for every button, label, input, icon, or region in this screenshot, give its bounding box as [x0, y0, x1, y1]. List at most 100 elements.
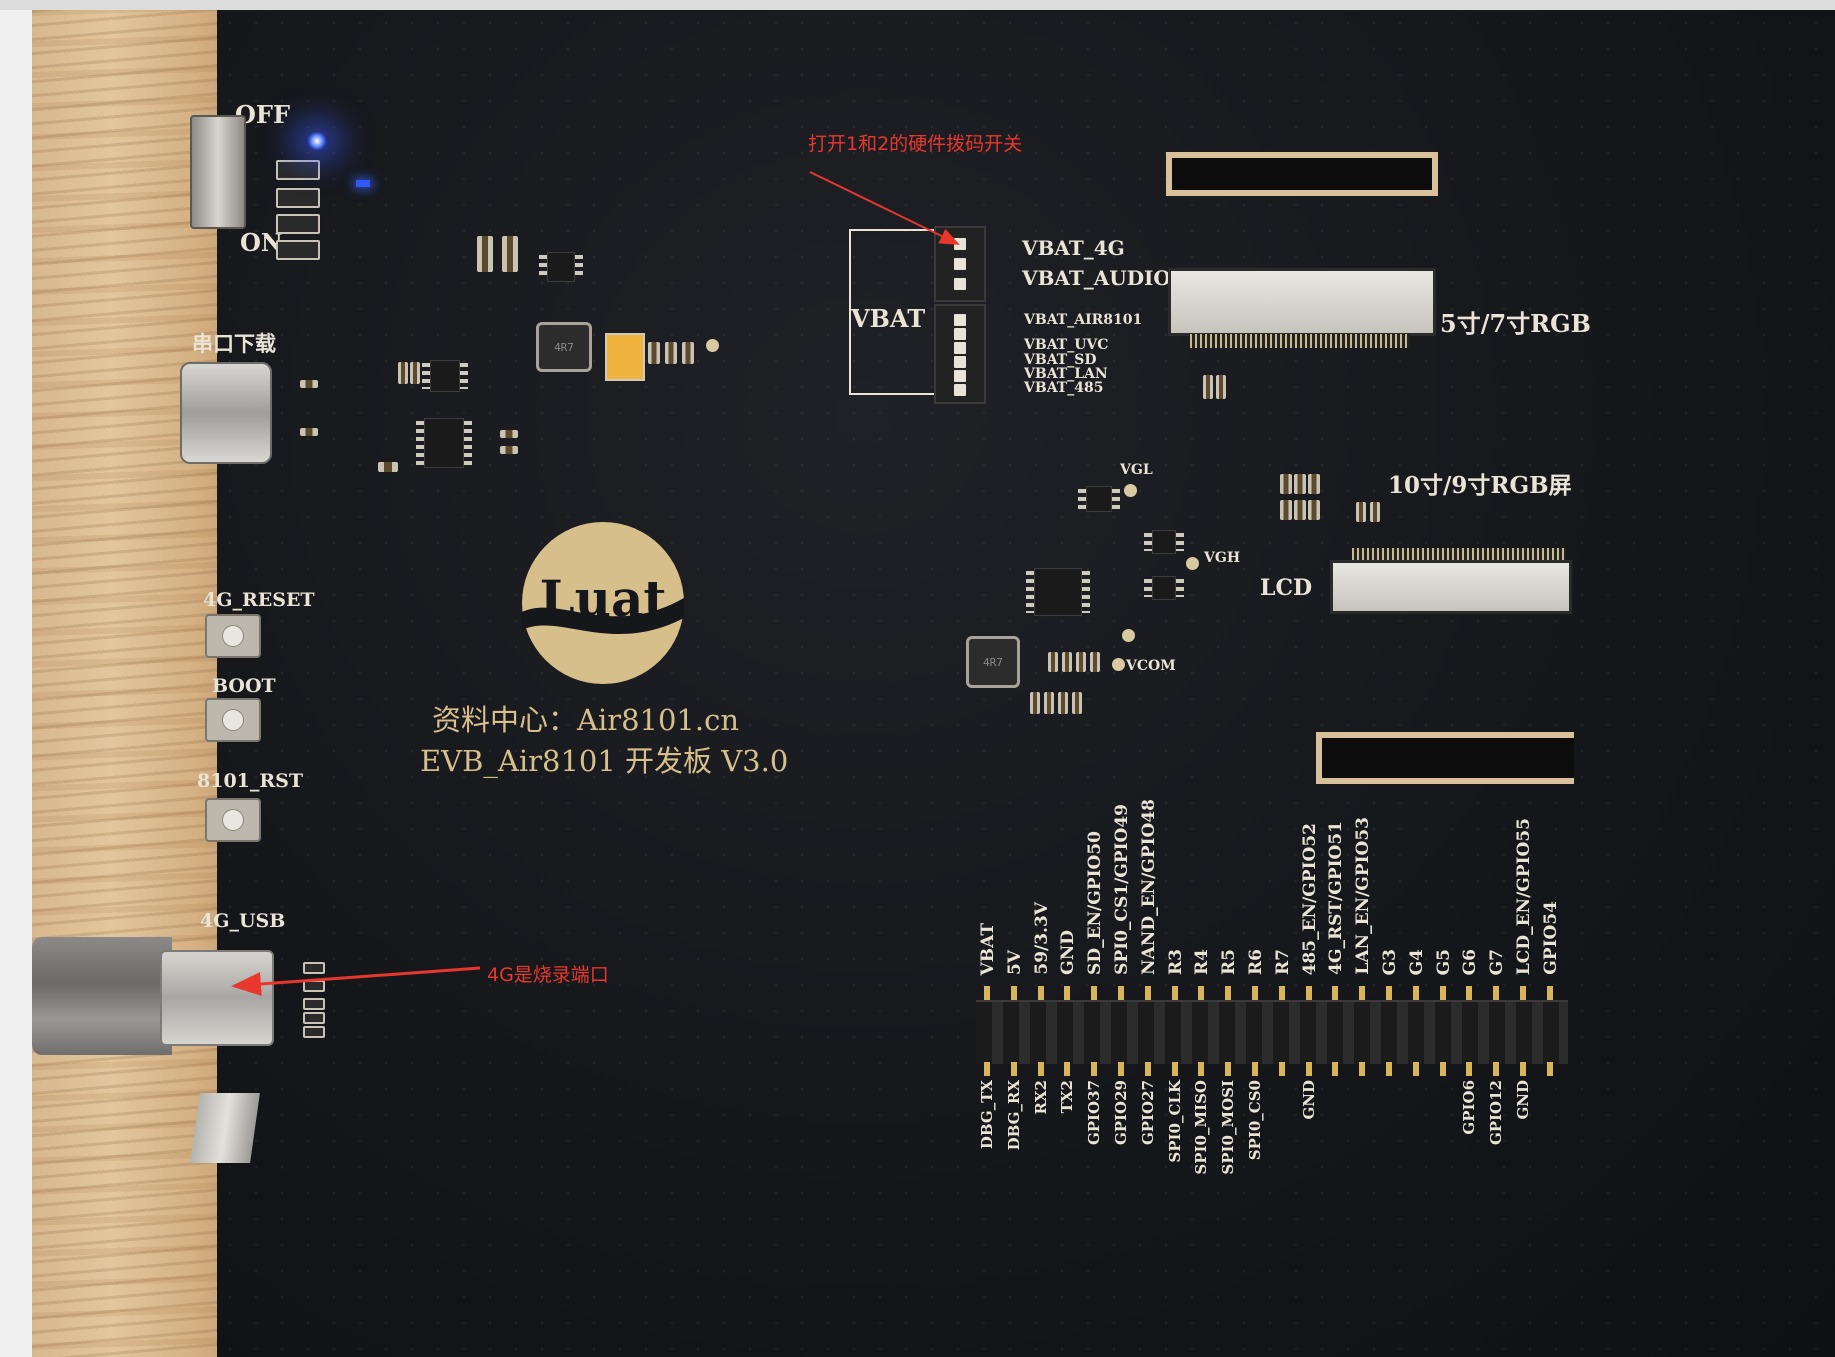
capacitor [1048, 652, 1058, 672]
header-pin [1064, 1062, 1071, 1076]
header-bottom-label: SPI0_MISO [1192, 1080, 1211, 1175]
header-bottom-label: GND [1514, 1080, 1532, 1120]
key-boot [205, 698, 261, 742]
smd-part [300, 428, 318, 436]
fpc-pins [1190, 334, 1410, 348]
header-bottom-label: GPIO27 [1138, 1080, 1157, 1146]
header-pin [1332, 986, 1339, 1000]
header-bottom-label: SPI0_CS0 [1246, 1080, 1264, 1161]
header-top-label: R6 [1246, 949, 1266, 975]
header-pin [1252, 986, 1258, 1000]
serial-download-label: 串口下载 [192, 331, 276, 356]
amber-capacitor [605, 333, 645, 381]
board-name-text: EVB_Air8101 开发板 V3.0 [420, 744, 789, 778]
window-top-border [0, 0, 1835, 10]
vgl-label: VGL [1120, 462, 1153, 478]
header-top-label: R5 [1219, 949, 1240, 975]
header-pin [1278, 1062, 1285, 1076]
header-pin [1359, 986, 1366, 1000]
header-top-label: LCD_EN/GPIO55 [1514, 817, 1534, 975]
vbat-sd-label: VBAT_SD [1024, 352, 1097, 368]
smd-part [276, 188, 320, 208]
vcom-label: VCOM [1126, 658, 1176, 674]
header-pin [1198, 1062, 1205, 1076]
board-slot [1316, 732, 1574, 784]
smd-part [303, 980, 325, 992]
header-pin [1520, 1062, 1526, 1076]
header-pin [1278, 986, 1285, 1000]
usb-cable [32, 937, 172, 1055]
header-pin [1386, 986, 1392, 1000]
capacitor [1294, 474, 1306, 494]
header-pin [1118, 1062, 1124, 1076]
power-led [305, 132, 329, 150]
info-center-text: 资料中心：Air8101.cn [432, 703, 740, 737]
ic-chip [416, 418, 472, 468]
power-switch [190, 115, 246, 229]
header-top-label: R4 [1192, 949, 1213, 975]
window-left-border [0, 10, 32, 1357]
btn-4g-reset-label: 4G_RESET [203, 589, 315, 611]
test-pad [1186, 557, 1199, 570]
header-top-label: R7 [1272, 949, 1293, 975]
vbat-4g-label: VBAT_4G [1022, 236, 1125, 260]
header-bottom-label: GND [1299, 1080, 1318, 1120]
header-top-label: G3 [1380, 948, 1400, 975]
header-pin [1386, 1062, 1392, 1076]
header-pin [1305, 986, 1312, 1000]
lcd-5-7-label: 5寸/7寸RGB [1440, 309, 1591, 338]
header-top-label: 4G_RST/GPIO51 [1326, 821, 1347, 975]
btn-boot-label: BOOT [212, 675, 276, 697]
test-pad [1112, 658, 1125, 671]
header-pin [1439, 1062, 1446, 1076]
board-slot [1166, 152, 1438, 196]
header-bottom-label: DBG_RX [1004, 1080, 1023, 1151]
usb-annotation: 4G是烧录端口 [487, 964, 609, 986]
capacitor [378, 462, 398, 472]
serial-usb-c-port [180, 362, 272, 464]
header-pin [1520, 986, 1526, 1000]
capacitor [682, 342, 694, 364]
dip-switch-2pos [934, 226, 986, 302]
luat-logo: Luat [522, 522, 684, 684]
header-pin [1037, 1062, 1044, 1076]
lcd-10-9-label: 10寸/9寸RGB屏 [1388, 472, 1572, 499]
standoff [190, 1093, 260, 1163]
pcb [217, 10, 1835, 1357]
header-pin [1332, 1062, 1339, 1076]
inductor: 4R7 [536, 322, 592, 372]
header-pin [1305, 1062, 1312, 1076]
header-bottom-label: TX2 [1058, 1080, 1077, 1114]
vbat-air8101-label: VBAT_AIR8101 [1024, 312, 1143, 328]
pin-header [976, 1000, 1568, 1064]
header-top-label: G6 [1460, 948, 1481, 975]
smd-part [276, 214, 320, 234]
key-8101-rst [205, 798, 261, 842]
header-pin [1010, 986, 1017, 1000]
header-pin [1091, 1062, 1098, 1076]
header-bottom-label: SPI0_MOSI [1219, 1080, 1238, 1175]
test-pad [706, 339, 719, 352]
header-pin [1493, 1062, 1500, 1076]
diode [1144, 576, 1184, 600]
ic-chip [1078, 486, 1120, 512]
header-pin [1493, 986, 1500, 1000]
test-pad [1122, 629, 1135, 642]
capacitor [477, 236, 493, 272]
header-pin [1466, 1062, 1473, 1076]
smd-part [303, 1012, 325, 1024]
capacitor [1030, 692, 1040, 714]
capacitor [1280, 474, 1292, 494]
capacitor [665, 342, 677, 364]
capacitor [500, 430, 518, 438]
capacitor [398, 362, 408, 384]
header-top-label: SPI0_CS1/GPIO49 [1112, 804, 1132, 975]
capacitor [1294, 500, 1306, 520]
switch-on-label: ON [240, 228, 283, 257]
header-pin [1144, 1062, 1151, 1076]
fpc-connector-10-9 [1330, 560, 1572, 614]
capacitor [1058, 692, 1068, 714]
header-pin [1439, 986, 1446, 1000]
header-pin [1546, 1062, 1553, 1076]
